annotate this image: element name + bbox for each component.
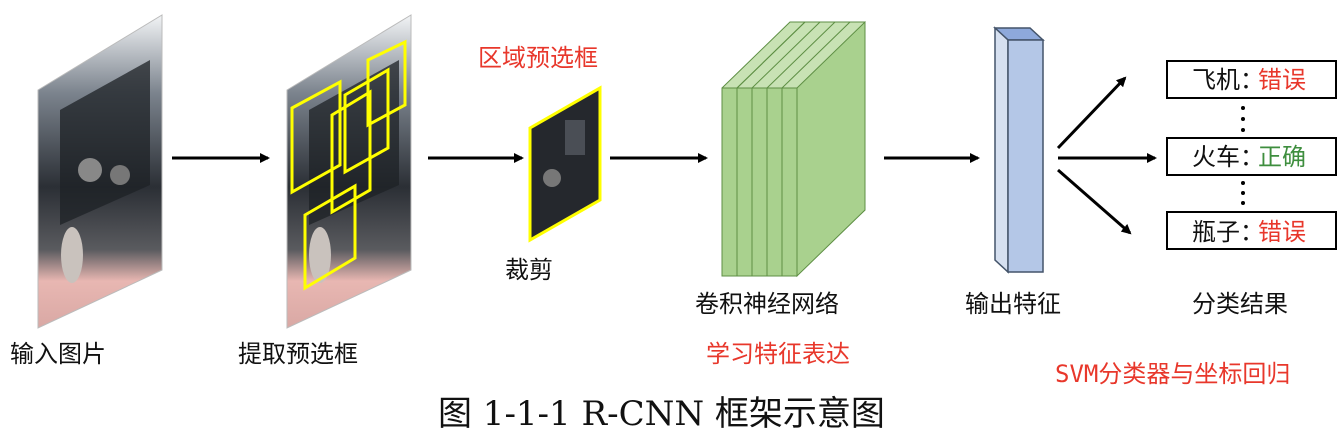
result-name-3: 瓶子： bbox=[1192, 218, 1264, 246]
cropped-region bbox=[528, 85, 602, 243]
result-name-1: 飞机： bbox=[1192, 66, 1264, 94]
figure-caption: 图 1-1-1 R-CNN 框架示意图 bbox=[438, 394, 885, 434]
learn-features-label: 学习特征表达 bbox=[706, 340, 850, 368]
result-verdict-3: 错误 bbox=[1258, 218, 1306, 246]
proposal-image bbox=[286, 14, 412, 329]
output-features-label: 输出特征 bbox=[965, 290, 1061, 318]
result-box-2: 火车： 正确 bbox=[1166, 137, 1337, 176]
extract-proposals-label: 提取预选框 bbox=[238, 340, 358, 368]
yellow-proposal-boxes bbox=[290, 39, 407, 291]
arrow-up bbox=[1056, 76, 1127, 150]
feature-vector bbox=[993, 26, 1045, 274]
svm-classifier-label: SVM分类器与坐标回归 bbox=[1055, 360, 1290, 388]
result-name-2: 火车： bbox=[1192, 143, 1264, 171]
result-verdict-1: 错误 bbox=[1258, 66, 1306, 94]
input-image-label: 输入图片 bbox=[10, 340, 106, 368]
ellipsis-dots-2 bbox=[1241, 181, 1245, 205]
input-image bbox=[37, 14, 163, 329]
crop-label: 裁剪 bbox=[505, 256, 553, 284]
region-proposal-label: 区域预选框 bbox=[478, 44, 598, 72]
cnn-layers bbox=[721, 20, 866, 278]
ellipsis-dots-1 bbox=[1241, 106, 1245, 132]
arrow-down bbox=[1057, 168, 1132, 235]
result-verdict-2: 正确 bbox=[1258, 143, 1306, 171]
cnn-label: 卷积神经网络 bbox=[695, 290, 839, 318]
classification-result-label: 分类结果 bbox=[1192, 290, 1288, 318]
result-box-3: 瓶子： 错误 bbox=[1166, 211, 1337, 250]
result-box-1: 飞机： 错误 bbox=[1166, 60, 1337, 99]
